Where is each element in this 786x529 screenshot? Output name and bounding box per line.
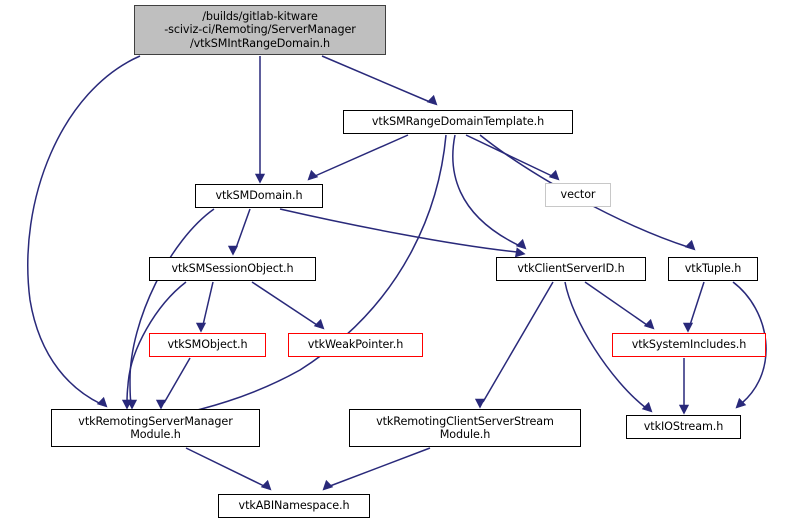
edge-line: [129, 208, 215, 404]
edge-arrowhead: [307, 169, 319, 181]
edge-arrowhead: [195, 322, 207, 333]
edge-arrowhead: [227, 245, 239, 256]
edge-line: [185, 447, 265, 487]
graph-edge-smdomain-to-rsmmodule: [126, 208, 215, 410]
edge-line: [163, 357, 191, 404]
graph-node-root[interactable]: /builds/gitlab-kitware -sciviz-ci/Remoti…: [134, 5, 386, 55]
edge-arrowhead: [678, 404, 690, 415]
edge-arrowhead: [474, 398, 486, 409]
graph-node-clientserverid[interactable]: vtkClientServerID.h: [496, 257, 646, 281]
graph-node-label: vtkSystemIncludes.h: [631, 338, 747, 352]
edge-arrowhead: [155, 399, 167, 410]
edge-arrowhead: [735, 397, 747, 409]
edge-arrowhead: [548, 169, 560, 181]
edge-arrowhead: [643, 318, 655, 330]
graph-node-label: vtkRemotingClientServerStream Module.h: [376, 414, 554, 442]
edge-line: [584, 281, 648, 326]
graph-node-rsmmodule[interactable]: vtkRemotingServerManager Module.h: [51, 409, 260, 447]
graph-node-smdomain[interactable]: vtkSMDomain.h: [195, 184, 323, 208]
graph-edge-smobject-to-rsmmodule: [155, 357, 191, 410]
edge-arrowhead: [313, 318, 325, 330]
edge-arrowhead: [684, 239, 696, 251]
graph-edge-smdomain-to-clientserverid: [279, 208, 526, 258]
graph-node-label: /builds/gitlab-kitware -sciviz-ci/Remoti…: [164, 9, 356, 50]
graph-edge-rangetemplate-to-smdomain: [307, 134, 409, 181]
graph-edge-rangetemplate-to-clientserverid: [452, 134, 527, 250]
graph-node-label: vtkSMObject.h: [167, 338, 248, 352]
edge-line: [689, 281, 705, 326]
graph-node-tuple[interactable]: vtkTuple.h: [668, 257, 758, 281]
edge-line: [482, 281, 554, 403]
edge-line: [27, 55, 141, 405]
graph-node-label: vtkTuple.h: [684, 262, 742, 276]
graph-edge-root-to-rsmmodule: [27, 55, 141, 408]
graph-edge-clientserverid-to-rcssmodule: [474, 281, 554, 409]
edge-line: [452, 134, 521, 247]
graph-edge-smdomain-to-smsession: [227, 208, 251, 256]
edge-line: [126, 281, 187, 404]
graph-node-label: vtkSMDomain.h: [215, 189, 303, 203]
graph-node-smobject[interactable]: vtkSMObject.h: [149, 333, 266, 357]
graph-node-systemincludes[interactable]: vtkSystemIncludes.h: [612, 333, 766, 357]
graph-node-label: vtkSMRangeDomainTemplate.h: [371, 115, 545, 129]
edge-arrowhead: [641, 401, 653, 413]
edge-arrowhead: [515, 238, 527, 250]
edge-arrowhead: [322, 479, 334, 491]
graph-node-label: vtkABINamespace.h: [238, 499, 350, 513]
graph-edge-root-to-smdomain: [254, 56, 266, 184]
graph-node-abinamespace[interactable]: vtkABINamespace.h: [218, 494, 370, 518]
graph-edge-rsmmodule-to-abinamespace: [185, 447, 272, 491]
graph-node-label: vector: [560, 188, 596, 202]
graph-node-iostream[interactable]: vtkIOStream.h: [626, 415, 741, 439]
graph-edge-rangetemplate-to-vector: [465, 134, 560, 181]
edge-line: [251, 281, 318, 326]
edge-arrowhead: [121, 399, 133, 410]
edge-line: [279, 208, 518, 253]
edge-arrowhead: [514, 247, 526, 258]
edge-line: [314, 134, 409, 177]
graph-edge-systemincludes-to-iostream: [678, 358, 690, 415]
graph-node-smsession[interactable]: vtkSMSessionObject.h: [149, 257, 316, 281]
graph-node-label: vtkClientServerID.h: [517, 262, 625, 276]
graph-edge-clientserverid-to-systemincludes: [584, 281, 655, 330]
edge-arrowhead: [260, 479, 272, 491]
graph-node-vector[interactable]: vector: [545, 183, 611, 207]
graph-node-label: vtkSMSessionObject.h: [171, 262, 294, 276]
edge-arrowhead: [426, 94, 438, 106]
graph-edge-smsession-to-rsmmodule: [121, 281, 187, 410]
graph-edge-smsession-to-smobject: [195, 281, 214, 333]
edge-arrowhead: [682, 322, 694, 333]
edge-line: [321, 55, 431, 103]
graph-node-label: vtkWeakPointer.h: [307, 338, 404, 352]
graph-edge-rcssmodule-to-abinamespace: [322, 447, 431, 491]
edge-arrowhead: [96, 396, 108, 408]
graph-node-rcssmodule[interactable]: vtkRemotingClientServerStream Module.h: [349, 409, 581, 447]
edge-line: [235, 208, 251, 249]
graph-edge-root-to-rangetemplate: [321, 55, 438, 106]
edge-arrowhead: [254, 173, 266, 184]
graph-edge-clientserverid-to-iostream: [564, 281, 653, 413]
graph-edge-tuple-to-systemincludes: [682, 281, 705, 333]
graph-node-rangetemplate[interactable]: vtkSMRangeDomainTemplate.h: [343, 110, 573, 134]
edge-line: [564, 281, 647, 409]
graph-node-weakpointer[interactable]: vtkWeakPointer.h: [288, 333, 423, 357]
edge-line: [202, 281, 214, 326]
edge-line: [329, 447, 431, 487]
graph-node-label: vtkIOStream.h: [643, 420, 724, 434]
graph-edge-smsession-to-weakpointer: [251, 281, 325, 330]
graph-node-label: vtkRemotingServerManager Module.h: [78, 414, 233, 442]
